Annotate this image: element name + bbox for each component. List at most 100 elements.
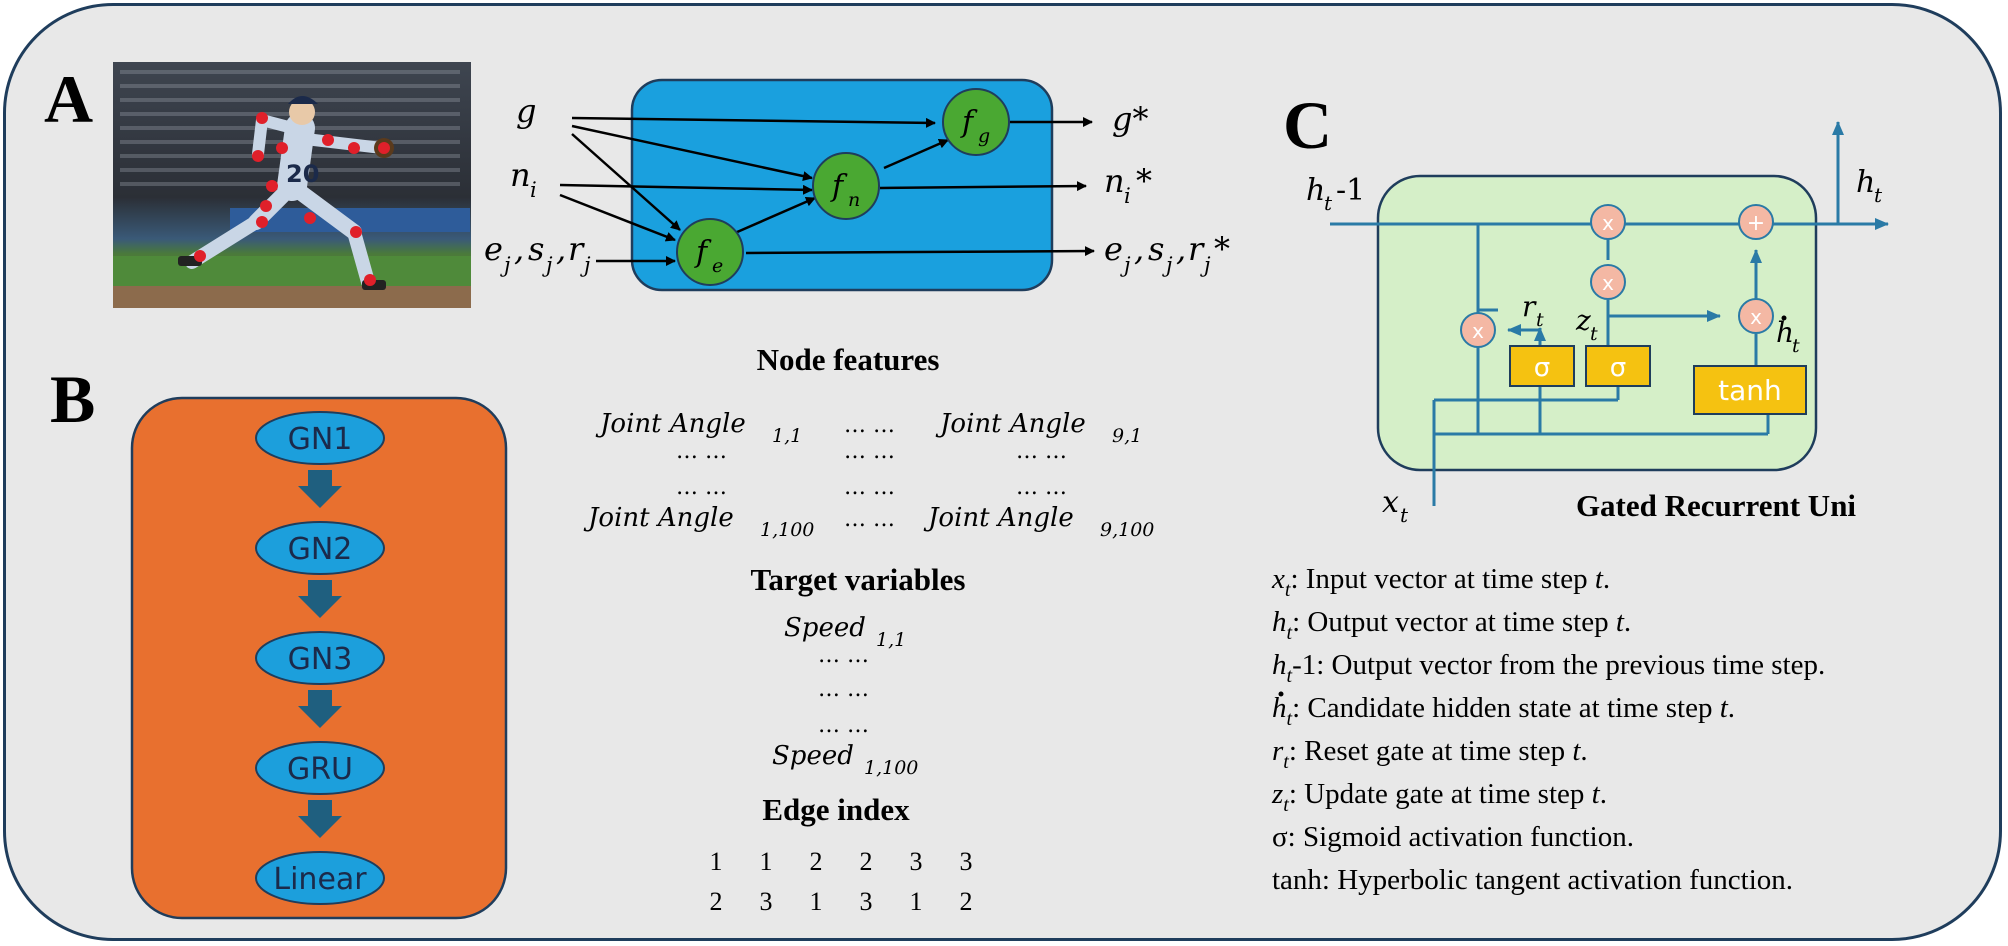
layer-label: GN2	[288, 532, 353, 567]
svg-text:i: i	[530, 178, 537, 202]
legend-item: zt: Update gate at time step t.	[1271, 778, 1607, 816]
multiply-operator: x	[1590, 204, 1626, 240]
svg-text:… …: … …	[818, 677, 869, 702]
legend-item: σ: Sigmoid activation function.	[1272, 821, 1634, 853]
edge-index-title: Edge index	[762, 792, 910, 827]
edge-index-cell: 1	[710, 847, 723, 876]
label-update: z	[1575, 304, 1591, 337]
svg-text:,: ,	[1134, 230, 1144, 268]
layer-gn3: GN3	[255, 631, 385, 685]
output-n: n	[1104, 162, 1125, 200]
gru-legend: xt: Input vector at time step t. ht: Outp…	[1271, 563, 1825, 896]
svg-text:t: t	[1400, 503, 1409, 527]
edge-index-cell: 1	[760, 847, 773, 876]
graph-network-edges	[559, 116, 1095, 266]
svg-text:… …: … …	[676, 475, 727, 500]
label-reset: r	[1522, 290, 1537, 323]
svg-text:j: j	[1162, 253, 1173, 277]
node-fg: f g	[942, 88, 1010, 156]
layer-label: GN3	[288, 642, 353, 677]
svg-text:,: ,	[556, 230, 566, 268]
svg-text:r: r	[1188, 230, 1205, 268]
svg-text:i: i	[1124, 184, 1131, 208]
gru-title: Gated Recurrent Uni	[1576, 488, 1856, 523]
svg-text:… …: … …	[676, 439, 727, 464]
svg-text:x: x	[1750, 305, 1762, 329]
multiply-operator: x	[1460, 312, 1496, 348]
feature-joint-angle-9-1: Joint Angle	[935, 409, 1086, 439]
svg-text:… …: … …	[844, 413, 895, 438]
svg-text:x: x	[1602, 271, 1614, 295]
feature-joint-angle-1-1: Joint Angle	[595, 409, 746, 439]
label-x-input: x	[1382, 485, 1399, 520]
legend-item: ht: Output vector at time step t.	[1272, 606, 1631, 644]
svg-text:… …: … …	[818, 643, 869, 668]
svg-text:1,100: 1,100	[864, 757, 918, 779]
edge-index-cell: 1	[810, 887, 823, 916]
feature-joint-angle-9-100: Joint Angle	[923, 503, 1074, 533]
layer-label: Linear	[273, 862, 367, 897]
svg-text:9,1: 9,1	[1112, 425, 1142, 447]
svg-text:-1: -1	[1336, 173, 1365, 208]
svg-text:,: ,	[1176, 230, 1186, 268]
svg-text:σ: σ	[1610, 353, 1626, 383]
edge-index-cell: 2	[960, 887, 973, 916]
svg-text:*: *	[1136, 162, 1152, 200]
label-candidate: h	[1776, 316, 1794, 349]
svg-text:t: t	[1874, 183, 1883, 207]
layer-gn2: GN2	[255, 521, 385, 575]
panel-label-c: C	[1283, 87, 1332, 163]
layer-gru: GRU	[255, 741, 385, 795]
multiply-operator: x	[1738, 298, 1774, 334]
svg-text:… …: … …	[844, 439, 895, 464]
svg-text:*: *	[1214, 230, 1230, 268]
svg-text:j: j	[542, 253, 553, 277]
svg-text:20: 20	[286, 160, 319, 188]
feature-joint-angle-1-100: Joint Angle	[583, 503, 734, 533]
output-g: g*	[1112, 100, 1148, 138]
multiply-operator: x	[1590, 264, 1626, 300]
svg-text:x: x	[1472, 319, 1484, 343]
label-h-prev: h	[1306, 173, 1325, 208]
svg-text:j: j	[1200, 253, 1211, 277]
flow-arrow	[298, 470, 342, 508]
svg-text:j: j	[1120, 253, 1131, 277]
reset-gate: σ	[1509, 345, 1575, 387]
edge-index-cell: 3	[860, 887, 873, 916]
target-variables-title: Target variables	[751, 562, 966, 597]
flow-arrow	[298, 580, 342, 618]
edge-index-cell: 2	[810, 847, 823, 876]
svg-text:s: s	[1148, 230, 1164, 268]
svg-text:σ: σ	[1534, 353, 1550, 383]
input-edge: e	[484, 230, 503, 268]
layer-label: GN1	[288, 422, 353, 457]
edge-index-cell: 3	[960, 847, 973, 876]
layer-gn1: GN1	[255, 411, 385, 465]
svg-text:j: j	[580, 253, 591, 277]
svg-text:g: g	[978, 125, 990, 147]
svg-text:s: s	[528, 230, 544, 268]
legend-item: xt: Input vector at time step t.	[1271, 563, 1610, 601]
flow-arrow	[298, 800, 342, 838]
svg-text:x: x	[1602, 211, 1614, 235]
legend-item: tanh: Hyperbolic tangent activation func…	[1272, 864, 1793, 896]
node-fe: f e	[676, 218, 744, 286]
node-features-title: Node features	[757, 342, 940, 377]
legend-item: rt: Reset gate at time step t.	[1272, 735, 1588, 773]
layer-label: GRU	[287, 752, 353, 787]
node-fn: f n	[812, 152, 880, 220]
features-section: Node features Joint Angle 1,1 Joint Angl…	[583, 342, 1154, 916]
svg-text:t: t	[1324, 191, 1333, 215]
svg-text:r: r	[568, 230, 585, 268]
flow-arrow	[298, 690, 342, 728]
edge-index-cell: 3	[760, 887, 773, 916]
svg-text:j: j	[500, 253, 511, 277]
svg-text:e: e	[712, 255, 723, 277]
panel-label-a: A	[44, 61, 93, 137]
edge-index-cell: 3	[910, 847, 923, 876]
svg-text:1,100: 1,100	[760, 519, 814, 541]
add-operator: +	[1738, 204, 1774, 240]
